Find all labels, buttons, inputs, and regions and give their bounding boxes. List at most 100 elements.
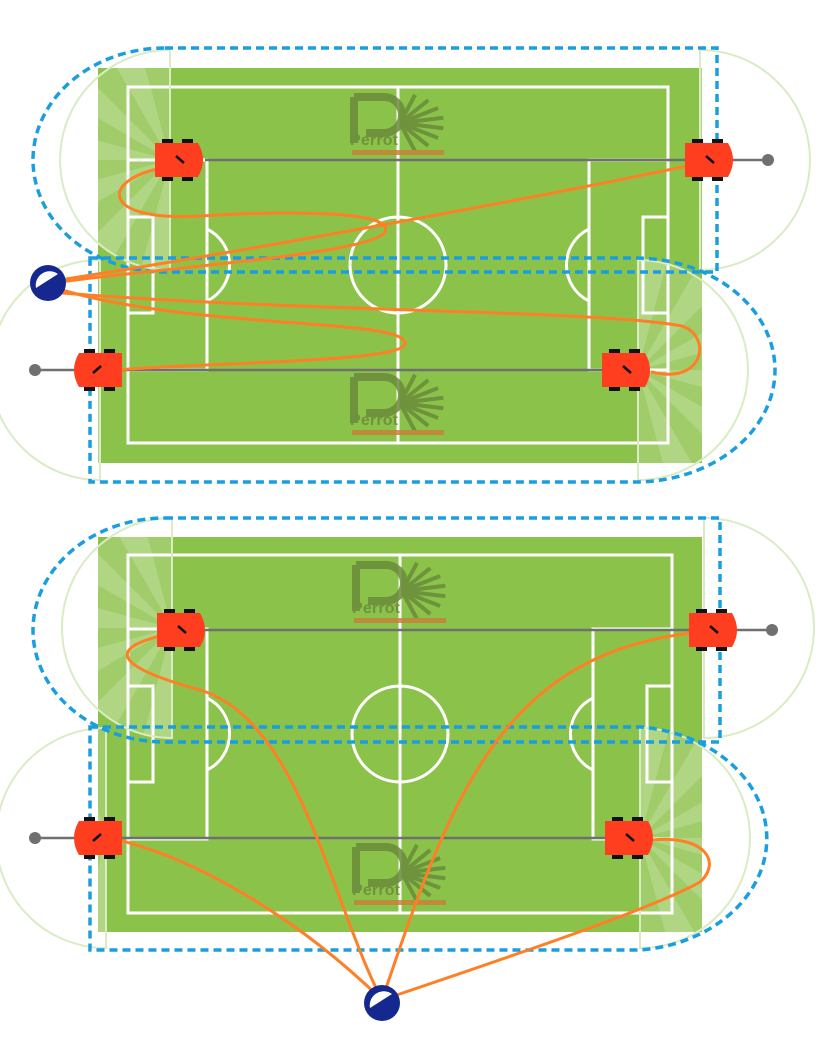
fan-wedge [638, 315, 745, 370]
wheel [716, 609, 727, 615]
logo-bar [354, 618, 446, 623]
robot-route [60, 291, 702, 376]
fan-outline [703, 516, 815, 740]
fan-wedge [117, 521, 172, 628]
fan-wedge [640, 731, 695, 838]
fan-wedge [76, 628, 172, 706]
fan-wedge [65, 573, 172, 628]
wheel [692, 175, 703, 181]
fan-wedge [700, 82, 796, 160]
fan-wedge [28, 838, 106, 934]
logo-ray [398, 122, 417, 153]
base-station-highlight [35, 271, 58, 288]
wheel [712, 139, 723, 145]
fan-outline [0, 726, 107, 950]
perrot-logo: Perrot [352, 843, 446, 905]
fan-wedge [638, 274, 716, 370]
robot-marker [177, 625, 187, 634]
fan-wedge [77, 838, 106, 948]
fan-wedge [704, 628, 782, 724]
wheel [104, 817, 115, 823]
mower-robot [685, 139, 733, 181]
fan-wedge [704, 518, 733, 628]
tether-anchor [29, 364, 41, 376]
fan-wedge [704, 628, 800, 706]
fan-wedge [141, 50, 170, 160]
fan-wedge [77, 728, 106, 838]
wheel [612, 853, 623, 859]
fan-wedge [640, 809, 750, 838]
fan-wedge [638, 292, 734, 370]
perrot-logo: Perrot [352, 561, 446, 623]
fan-wedge [638, 341, 748, 370]
fan-wedge [704, 628, 733, 738]
fan-wedge [71, 370, 100, 480]
wheel [84, 349, 95, 355]
fan-wedge [10, 760, 106, 838]
logo-wordmark: Perrot [352, 600, 401, 617]
wheel [164, 645, 175, 651]
base-station-body [30, 265, 66, 301]
work-area-boundary [31, 46, 719, 274]
logo-ray [400, 590, 419, 621]
logo-ray [398, 402, 417, 433]
base-station-icon [30, 265, 66, 301]
fan-wedge [700, 160, 778, 256]
sensor-fan [61, 516, 173, 740]
logo-ray [400, 561, 419, 592]
mower-robot [74, 817, 122, 859]
wheel [692, 139, 703, 145]
goal-area-right [645, 684, 674, 784]
fan-wedge [640, 838, 747, 893]
logo-bar [352, 430, 444, 435]
fan-wedge [63, 105, 171, 160]
wheel [609, 385, 620, 391]
robot-marker [92, 833, 102, 842]
logo-ray [398, 401, 430, 428]
wheel [712, 175, 723, 181]
fan-outline [637, 258, 749, 482]
fan-wedge [700, 50, 729, 160]
fan-wedge [640, 742, 718, 838]
robot-marker [92, 365, 102, 374]
fan-wedge [22, 370, 100, 466]
wheel [184, 609, 195, 615]
fan-wedge [94, 628, 172, 724]
fan-wedge [115, 53, 170, 161]
logo-letter-p [352, 843, 408, 893]
logo-ray [400, 843, 419, 874]
logo-ray [401, 871, 441, 890]
fan-wedge [704, 532, 782, 628]
penalty-arc-right [565, 227, 590, 303]
fan-wedge [700, 160, 729, 270]
fan-wedge [51, 731, 106, 838]
fan-wedge [60, 160, 170, 189]
fan-wedge [700, 64, 778, 160]
base-station-icon [364, 985, 400, 1021]
base-station-highlight [369, 991, 392, 1008]
sensor-fan [637, 258, 749, 482]
mower-robot [689, 609, 737, 651]
work-area-boundary [88, 256, 777, 484]
fan-wedge [700, 160, 755, 267]
fan-wedge [71, 260, 100, 370]
wheel [182, 175, 193, 181]
fan-wedge [0, 315, 100, 370]
base-station-body [364, 985, 400, 1021]
fan-wedge [28, 742, 106, 838]
logo-wordmark: Perrot [352, 882, 401, 899]
robot-route [58, 163, 694, 282]
mower-robot [155, 139, 203, 181]
fan-wedge [640, 728, 669, 838]
fan-wedge [638, 370, 693, 477]
fan-wedge [76, 550, 172, 628]
robot-marker [709, 625, 719, 634]
wheel [182, 139, 193, 145]
fan-wedge [638, 370, 667, 480]
logo-ray [398, 373, 417, 404]
robot-marker [175, 155, 185, 164]
goal-area-left [126, 684, 155, 784]
fan-outline [59, 48, 171, 272]
logo-letter-p [352, 561, 408, 611]
fan-wedge [638, 370, 745, 425]
